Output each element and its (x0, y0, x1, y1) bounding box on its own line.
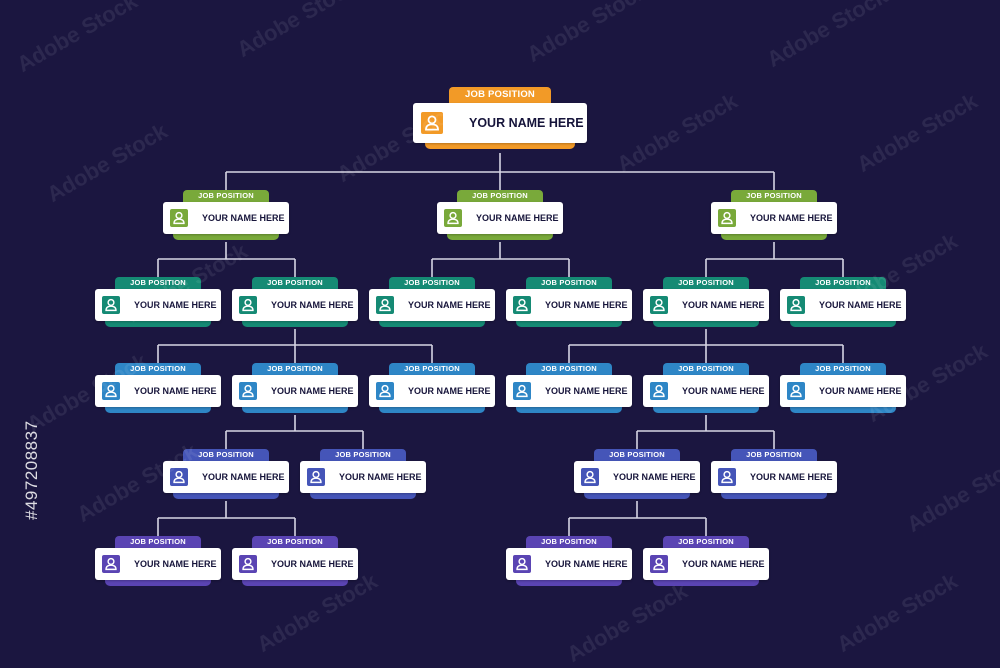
employee-name: YOUR NAME HERE (469, 116, 584, 130)
name-card[interactable]: YOUR NAME HERE (232, 548, 358, 580)
name-card[interactable]: YOUR NAME HERE (232, 289, 358, 321)
person-icon (787, 296, 805, 314)
employee-name: YOUR NAME HERE (134, 300, 217, 310)
employee-name: YOUR NAME HERE (545, 386, 628, 396)
name-card[interactable]: YOUR NAME HERE (95, 289, 221, 321)
employee-name: YOUR NAME HERE (271, 386, 354, 396)
person-icon (650, 382, 668, 400)
person-icon (170, 209, 188, 227)
person-icon (513, 296, 531, 314)
name-card[interactable]: YOUR NAME HERE (574, 461, 700, 493)
name-card[interactable]: YOUR NAME HERE (711, 202, 837, 234)
name-card[interactable]: YOUR NAME HERE (95, 375, 221, 407)
name-card[interactable]: YOUR NAME HERE (163, 202, 289, 234)
person-icon (376, 296, 394, 314)
employee-name: YOUR NAME HERE (202, 472, 285, 482)
person-icon (102, 382, 120, 400)
person-icon (650, 555, 668, 573)
employee-name: YOUR NAME HERE (545, 300, 628, 310)
name-card[interactable]: YOUR NAME HERE (780, 375, 906, 407)
person-icon (376, 382, 394, 400)
person-icon (170, 468, 188, 486)
employee-name: YOUR NAME HERE (819, 300, 902, 310)
employee-name: YOUR NAME HERE (819, 386, 902, 396)
person-icon (102, 555, 120, 573)
name-card[interactable]: YOUR NAME HERE (437, 202, 563, 234)
person-icon (718, 468, 736, 486)
name-card[interactable]: YOUR NAME HERE (643, 375, 769, 407)
name-card[interactable]: YOUR NAME HERE (300, 461, 426, 493)
employee-name: YOUR NAME HERE (408, 386, 491, 396)
name-card[interactable]: YOUR NAME HERE (95, 548, 221, 580)
name-card[interactable]: YOUR NAME HERE (506, 289, 632, 321)
employee-name: YOUR NAME HERE (134, 386, 217, 396)
employee-name: YOUR NAME HERE (682, 300, 765, 310)
person-icon (444, 209, 462, 227)
person-icon (307, 468, 325, 486)
employee-name: YOUR NAME HERE (202, 213, 285, 223)
name-card[interactable]: YOUR NAME HERE (506, 548, 632, 580)
name-card[interactable]: YOUR NAME HERE (643, 548, 769, 580)
person-icon (718, 209, 736, 227)
person-icon (581, 468, 599, 486)
person-icon (102, 296, 120, 314)
person-icon (513, 555, 531, 573)
name-card[interactable]: YOUR NAME HERE (711, 461, 837, 493)
name-card[interactable]: YOUR NAME HERE (506, 375, 632, 407)
name-card[interactable]: YOUR NAME HERE (643, 289, 769, 321)
person-icon (650, 296, 668, 314)
employee-name: YOUR NAME HERE (545, 559, 628, 569)
employee-name: YOUR NAME HERE (476, 213, 559, 223)
name-card[interactable]: YOUR NAME HERE (369, 375, 495, 407)
person-icon (239, 382, 257, 400)
employee-name: YOUR NAME HERE (682, 559, 765, 569)
name-card[interactable]: YOUR NAME HERE (780, 289, 906, 321)
employee-name: YOUR NAME HERE (271, 559, 354, 569)
employee-name: YOUR NAME HERE (339, 472, 422, 482)
name-card[interactable]: YOUR NAME HERE (413, 103, 587, 143)
person-icon (239, 555, 257, 573)
person-icon (239, 296, 257, 314)
name-card[interactable]: YOUR NAME HERE (232, 375, 358, 407)
person-icon (513, 382, 531, 400)
person-icon (421, 112, 443, 134)
name-card[interactable]: YOUR NAME HERE (163, 461, 289, 493)
employee-name: YOUR NAME HERE (134, 559, 217, 569)
employee-name: YOUR NAME HERE (750, 472, 833, 482)
person-icon (787, 382, 805, 400)
employee-name: YOUR NAME HERE (271, 300, 354, 310)
job-position-tab: JOB POSITION (449, 87, 551, 107)
employee-name: YOUR NAME HERE (613, 472, 696, 482)
employee-name: YOUR NAME HERE (682, 386, 765, 396)
employee-name: YOUR NAME HERE (408, 300, 491, 310)
employee-name: YOUR NAME HERE (750, 213, 833, 223)
org-node-root: JOB POSITION YOUR NAME HERE (413, 87, 587, 157)
name-card[interactable]: YOUR NAME HERE (369, 289, 495, 321)
